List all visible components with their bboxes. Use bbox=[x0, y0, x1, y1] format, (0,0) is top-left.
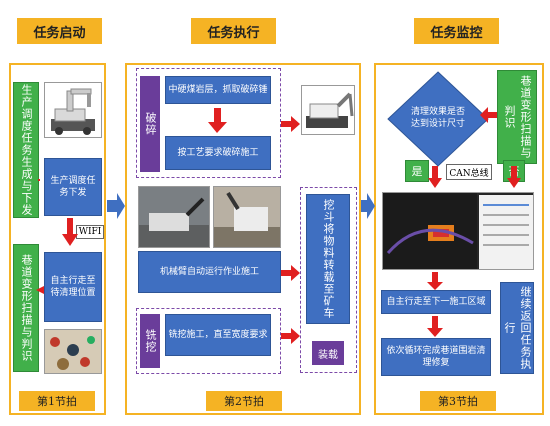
col2-header: 任务执行 bbox=[191, 18, 276, 44]
arrow-col2-to-col3 bbox=[361, 193, 375, 219]
auto-arm-text: 机械臂自动运行作业施工 bbox=[138, 251, 281, 293]
col1-blue-bottom: 自主行走至待清理位置 bbox=[44, 252, 102, 322]
robot-image bbox=[51, 88, 95, 135]
break-step1: 中硬煤岩层，抓取破碎锤 bbox=[165, 76, 271, 104]
col1-footer: 第1节拍 bbox=[19, 391, 95, 411]
wifi-label: WIFI bbox=[76, 225, 104, 239]
arm-image-right bbox=[214, 187, 280, 247]
walk-next: 自主行走至下一施工区域 bbox=[381, 290, 491, 314]
can-bus-label: CAN总线 bbox=[446, 164, 492, 180]
arrow-col1-to-col2 bbox=[107, 193, 125, 219]
col3-footer: 第3节拍 bbox=[420, 391, 496, 411]
col1-header: 任务启动 bbox=[17, 18, 102, 44]
decision-text: 清理效果是否达到设计尺寸 bbox=[410, 107, 465, 129]
col1-blue-top: 生产调度任务下发 bbox=[44, 158, 102, 216]
scan-image bbox=[383, 193, 533, 269]
rock-image bbox=[45, 330, 101, 373]
col1-green-bottom: 巷道变形扫描与判识 bbox=[13, 244, 39, 372]
no-label: 否 bbox=[503, 160, 525, 182]
load-group bbox=[300, 187, 357, 373]
mill-label: 铣挖 bbox=[140, 314, 160, 368]
break-step2: 按工艺要求破碎施工 bbox=[165, 136, 271, 170]
arm-image-left bbox=[139, 187, 209, 247]
break-photo bbox=[301, 85, 355, 135]
col3-frame bbox=[374, 63, 544, 415]
col3-header: 任务监控 bbox=[414, 18, 499, 44]
break-robot-image bbox=[306, 92, 354, 128]
col1-frame bbox=[9, 63, 106, 415]
break-group bbox=[136, 68, 281, 178]
mill-step: 铣挖施工，直至宽度要求 bbox=[165, 314, 271, 356]
scan-screenshot bbox=[382, 192, 534, 270]
robot-photo-1 bbox=[44, 82, 102, 138]
col1-green-top: 生产调度任务生成与下发 bbox=[13, 82, 39, 218]
return-text: 继续返回任务执行 bbox=[500, 282, 534, 374]
col2-frame bbox=[125, 63, 361, 415]
load-label: 装载 bbox=[312, 341, 344, 365]
load-text: 挖斗将物料转载至矿车 bbox=[306, 194, 350, 324]
repair: 依次循环完成巷道围岩清理修复 bbox=[381, 338, 491, 376]
col1-photo-2 bbox=[44, 329, 102, 374]
auto-arm-photo-left bbox=[138, 186, 210, 248]
mill-group bbox=[136, 308, 281, 374]
yes-label: 是 bbox=[405, 160, 429, 182]
col3-green-right: 巷道变形扫描与判识 bbox=[497, 70, 537, 164]
auto-arm-photo-right bbox=[213, 186, 281, 248]
col2-footer: 第2节拍 bbox=[206, 391, 282, 411]
break-label: 破碎 bbox=[140, 76, 160, 172]
